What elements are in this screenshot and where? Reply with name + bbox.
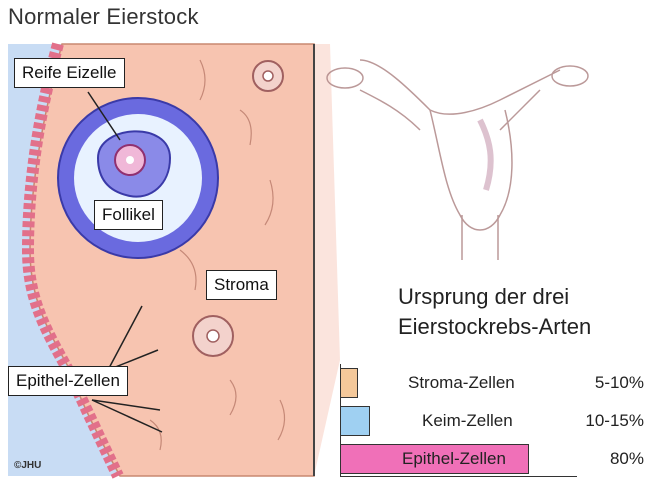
copyright: ©JHU: [14, 460, 41, 471]
label-mature-egg: Reife Eizelle: [14, 58, 125, 88]
label-epithelium: Epithel-Zellen: [8, 366, 128, 396]
row-label-germ: Keim-Zellen: [422, 411, 513, 431]
magnification-wedge: [314, 44, 340, 476]
label-follicle: Follikel: [94, 200, 163, 230]
uterus-drawing: [327, 60, 588, 260]
legend-row-epithelial: Epithel-Zellen 80%: [340, 442, 652, 476]
row-value-epithelial: 80%: [610, 449, 644, 469]
row-value-stroma: 5-10%: [595, 373, 644, 393]
cancer-origin-legend: Stroma-Zellen 5-10% Keim-Zellen 10-15% E…: [340, 364, 652, 476]
legend-title-line-2: Eierstockrebs-Arten: [398, 312, 591, 342]
label-stroma: Stroma: [206, 270, 277, 300]
row-label-epithelial: Epithel-Zellen: [402, 449, 506, 469]
legend-title-line-1: Ursprung der drei: [398, 282, 591, 312]
legend-title: Ursprung der drei Eierstockrebs-Arten: [398, 282, 591, 342]
legend-row-stroma: Stroma-Zellen 5-10%: [340, 366, 652, 400]
row-value-germ: 10-15%: [585, 411, 644, 431]
legend-row-germ: Keim-Zellen 10-15%: [340, 404, 652, 438]
bar-germ: [340, 406, 370, 436]
bar-stroma: [340, 368, 358, 398]
row-label-stroma: Stroma-Zellen: [408, 373, 515, 393]
